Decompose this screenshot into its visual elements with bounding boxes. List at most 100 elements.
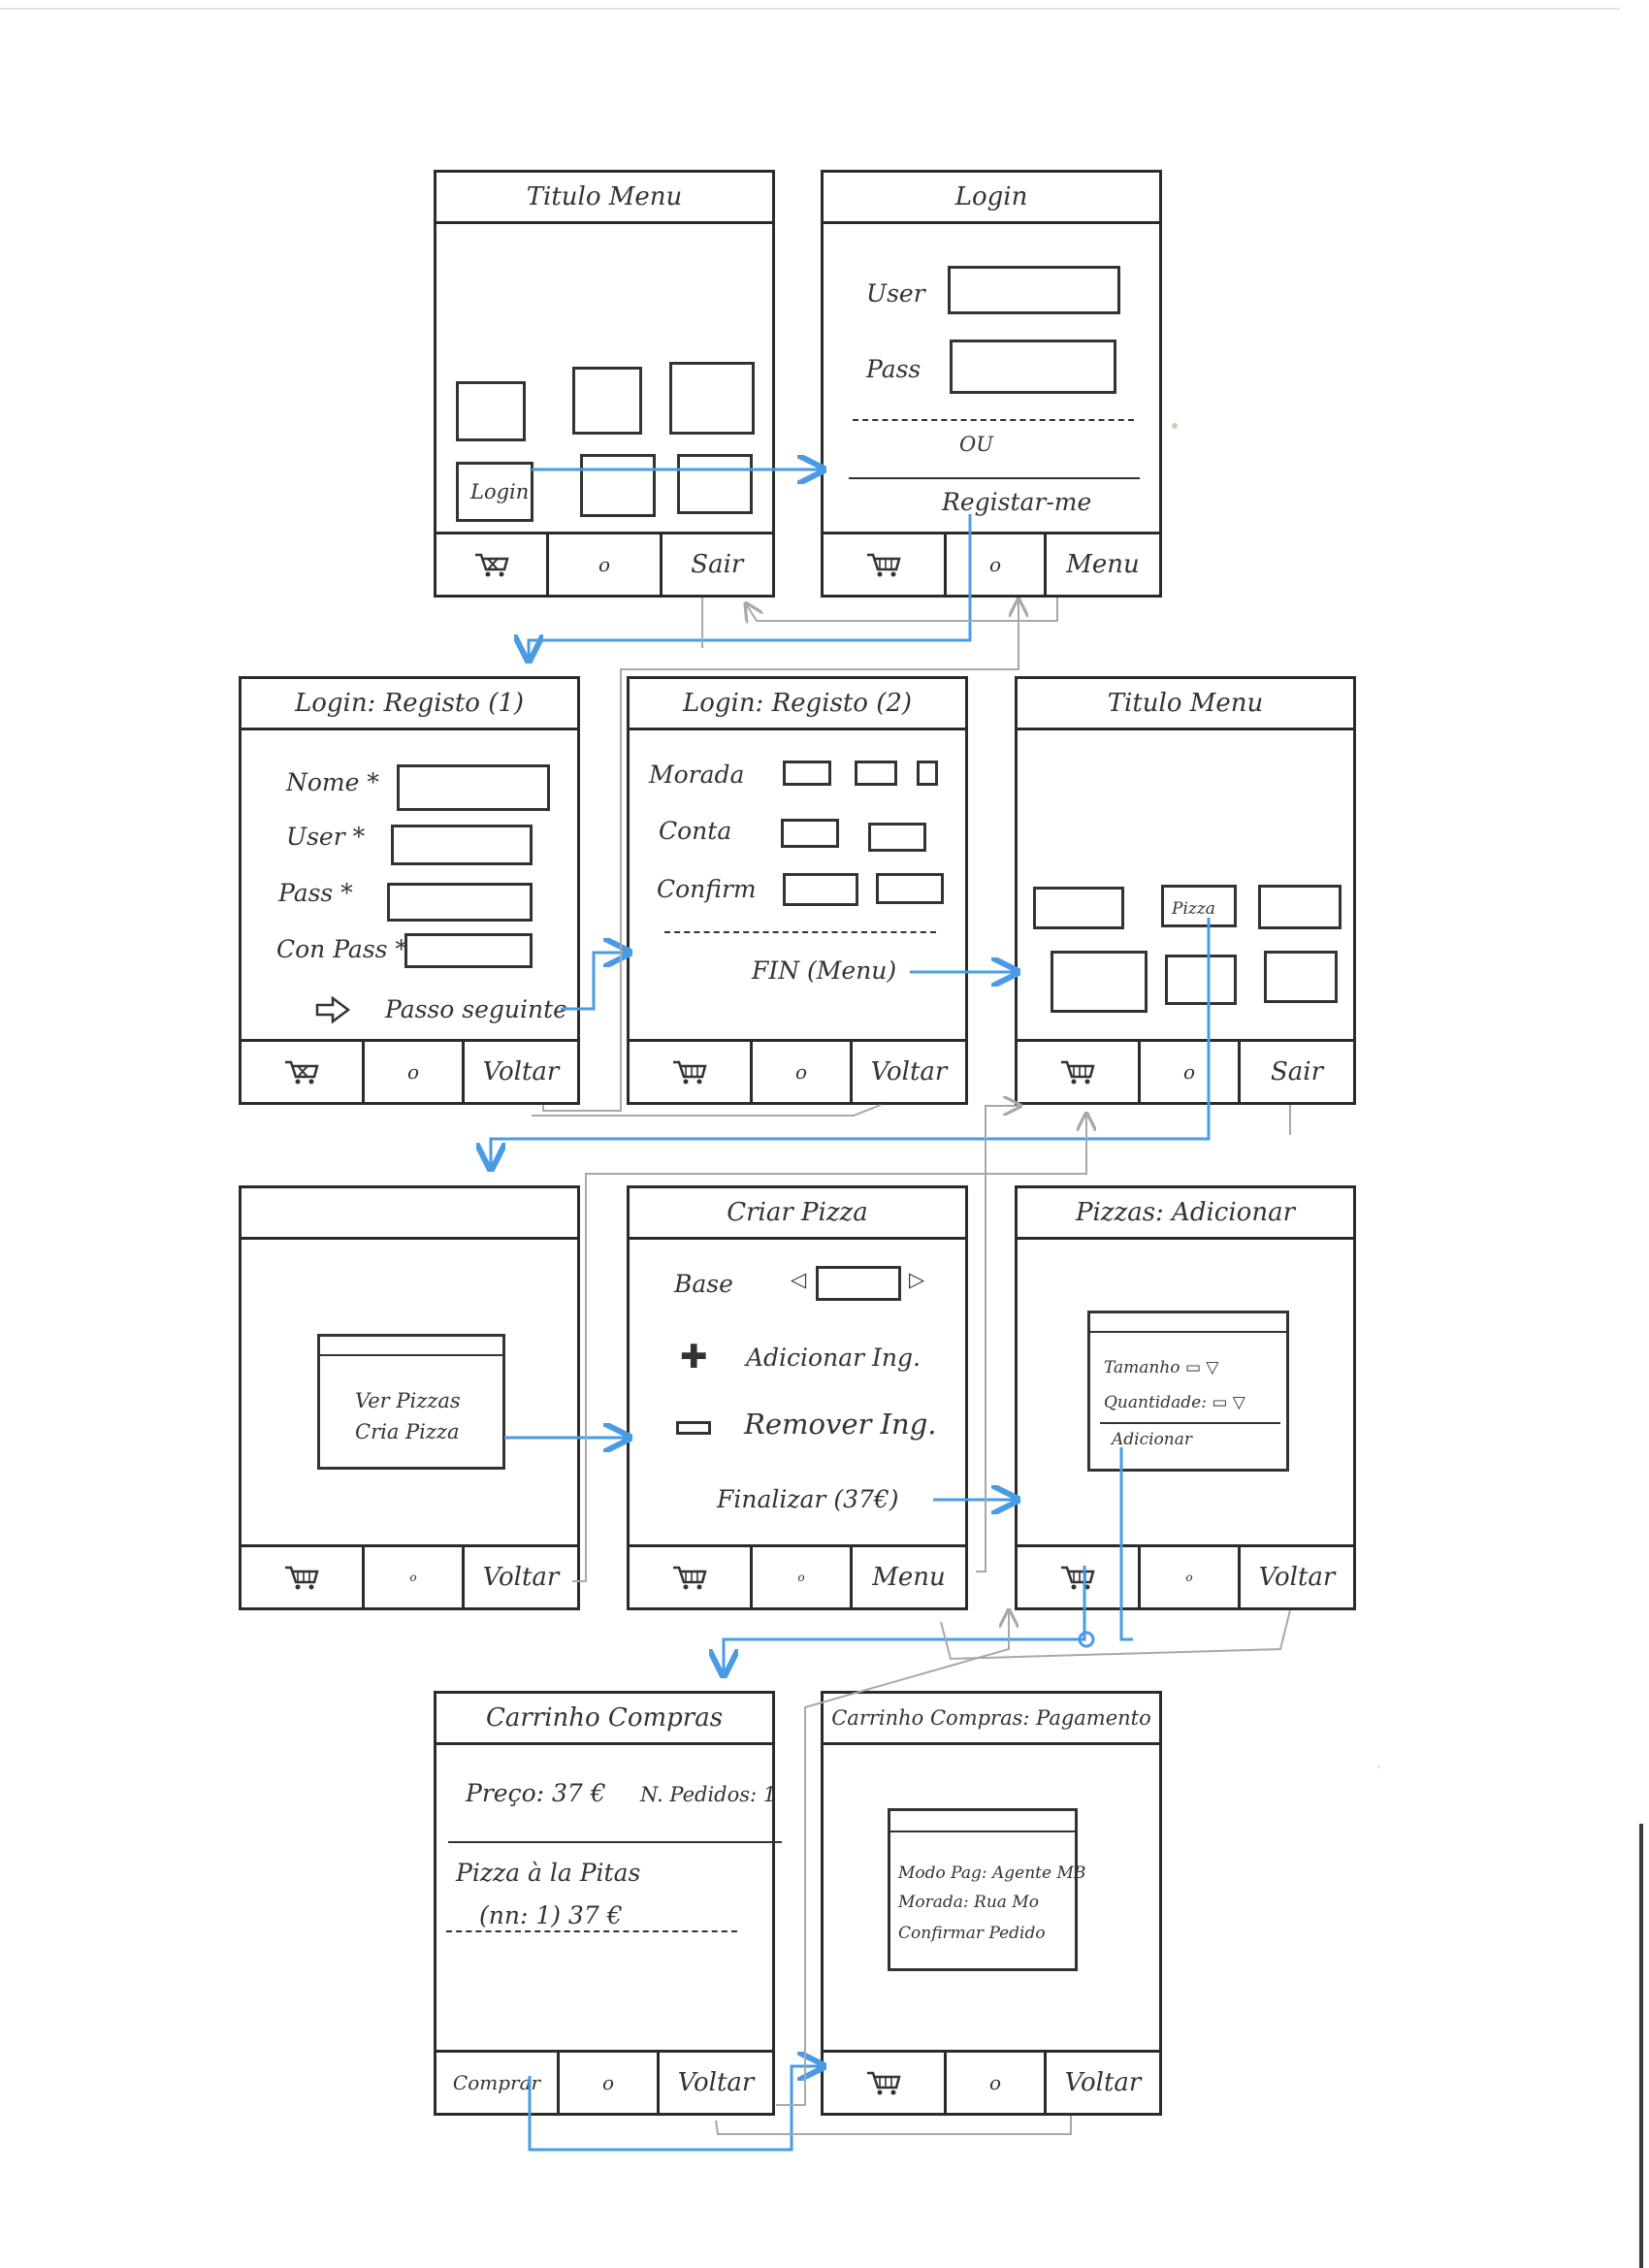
plus-icon[interactable]: ✚ (680, 1338, 708, 1377)
confirm-label: Confirm (657, 875, 757, 903)
divider (849, 477, 1140, 479)
cria-pizza-option[interactable]: Cria Pizza (355, 1420, 460, 1443)
user-input[interactable] (391, 825, 533, 865)
morada-field[interactable]: Morada: Rua Mo (898, 1893, 1039, 1912)
paper-speck (1377, 1766, 1380, 1768)
center-button[interactable]: o (753, 1042, 853, 1102)
pass-input[interactable] (387, 883, 533, 922)
voltar-label: Voltar (482, 1563, 560, 1592)
center-button[interactable]: o (947, 535, 1047, 595)
menu-tile[interactable] (1033, 887, 1124, 929)
pagamento-dialog: Modo Pag: Agente MB Morada: Rua Mo Confi… (888, 1808, 1085, 1971)
conta-input[interactable] (868, 823, 926, 852)
pass-input[interactable] (950, 340, 1116, 394)
cart-button[interactable] (436, 535, 550, 595)
footer-bar: o Voltar (242, 1039, 577, 1102)
footer-bar: o Voltar (1018, 1544, 1353, 1607)
voltar-label: Voltar (677, 2068, 755, 2097)
voltar-button[interactable]: Voltar (465, 1547, 577, 1607)
pass-label: Pass (866, 355, 922, 383)
menu-tile[interactable] (572, 367, 642, 435)
center-button[interactable]: o (753, 1547, 853, 1607)
center-button[interactable]: o (365, 1042, 465, 1102)
user-input[interactable] (948, 266, 1120, 314)
minus-icon[interactable] (676, 1421, 711, 1435)
dialog-header-line (320, 1354, 502, 1356)
morada-input[interactable] (855, 761, 897, 786)
cart-button[interactable] (630, 1042, 753, 1102)
conta-input[interactable] (781, 819, 839, 848)
passo-seguinte-link[interactable]: Passo seguinte (385, 995, 567, 1023)
cart-button[interactable] (242, 1042, 365, 1102)
voltar-label: Voltar (1064, 2068, 1142, 2097)
confirm-pass-input[interactable] (404, 933, 533, 968)
menu-tile[interactable] (677, 454, 753, 514)
login-tile[interactable]: Login (456, 462, 534, 522)
voltar-label: Voltar (482, 1057, 560, 1086)
ou-label: OU (959, 433, 993, 456)
cart-button[interactable] (630, 1547, 753, 1607)
fin-menu-link[interactable]: FIN (Menu) (752, 956, 897, 985)
flow-junction (1078, 1631, 1095, 1648)
menu-tile[interactable] (1264, 951, 1338, 1003)
voltar-button[interactable]: Voltar (1241, 1547, 1353, 1607)
menu-tile[interactable] (580, 454, 656, 517)
center-button[interactable]: o (365, 1547, 465, 1607)
footer-bar: o Sair (436, 532, 772, 595)
flow-back-voltar-6 (715, 2116, 1072, 2135)
voltar-label: Voltar (870, 1057, 948, 1086)
quantidade-field[interactable]: Quantidade: ▭ ▽ (1104, 1393, 1245, 1412)
voltar-button[interactable]: Voltar (465, 1042, 577, 1102)
base-select[interactable] (816, 1266, 901, 1301)
sair-button[interactable]: Sair (1241, 1042, 1353, 1102)
voltar-button[interactable]: Voltar (660, 2053, 772, 2113)
finalizar-link[interactable]: Finalizar (37€) (717, 1485, 899, 1513)
center-button[interactable]: o (1141, 1042, 1241, 1102)
morada-input[interactable] (783, 761, 831, 786)
menu-tile[interactable] (1165, 955, 1237, 1005)
cart-button[interactable] (242, 1547, 365, 1607)
adicionar-dialog-button[interactable]: Adicionar (1112, 1430, 1192, 1449)
cart-button[interactable] (824, 535, 947, 595)
menu-tile[interactable] (1258, 885, 1342, 929)
cart-item-name: Pizza à la Pitas (456, 1859, 641, 1887)
adicionar-ing-link[interactable]: Adicionar Ing. (746, 1344, 921, 1372)
nome-input[interactable] (397, 764, 550, 811)
center-label: o (988, 553, 1002, 576)
menu-tile[interactable] (669, 362, 755, 435)
divider (448, 1841, 782, 1843)
flow-arrow-pizza (491, 918, 1211, 1166)
ver-pizzas-option[interactable]: Ver Pizzas (355, 1389, 461, 1412)
screen-title: Pizzas: Adicionar (1018, 1188, 1353, 1240)
center-button[interactable]: o (549, 535, 663, 595)
center-button[interactable]: o (560, 2053, 660, 2113)
remover-ing-link[interactable]: Remover Ing. (744, 1408, 937, 1441)
voltar-button[interactable]: Voltar (853, 1042, 965, 1102)
pizza-options-dialog: Ver Pizzas Cria Pizza (317, 1334, 505, 1470)
menu-tile[interactable] (456, 381, 526, 441)
sair-label: Sair (691, 550, 744, 579)
pizza-tile[interactable]: Pizza (1161, 885, 1237, 927)
menu-button[interactable]: Menu (853, 1547, 965, 1607)
registar-link[interactable]: Registar-me (942, 488, 1092, 516)
morada-input[interactable] (917, 761, 938, 786)
center-button[interactable]: o (1141, 1547, 1241, 1607)
confirmar-pedido-button[interactable]: Confirmar Pedido (898, 1924, 1046, 1943)
cart-button[interactable] (824, 2053, 947, 2113)
cart-button[interactable] (1018, 1042, 1141, 1102)
modo-pag-field[interactable]: Modo Pag: Agente MB (898, 1863, 1086, 1883)
confirm-input[interactable] (876, 873, 944, 904)
center-button[interactable]: o (947, 2053, 1047, 2113)
menu-tile[interactable] (1051, 951, 1148, 1013)
confirm-input[interactable] (783, 873, 858, 906)
sair-button[interactable]: Sair (663, 535, 772, 595)
comprar-button[interactable]: Comprar (436, 2053, 560, 2113)
menu-label: Menu (872, 1563, 946, 1592)
menu-button[interactable]: Menu (1047, 535, 1159, 595)
base-next-icon[interactable]: ▷ (909, 1268, 925, 1291)
base-prev-icon[interactable]: ◁ (791, 1268, 807, 1291)
voltar-button[interactable]: Voltar (1047, 2053, 1159, 2113)
cart-button[interactable] (1018, 1547, 1141, 1607)
tamanho-field[interactable]: Tamanho ▭ ▽ (1104, 1358, 1219, 1377)
sair-label: Sair (1270, 1057, 1324, 1086)
